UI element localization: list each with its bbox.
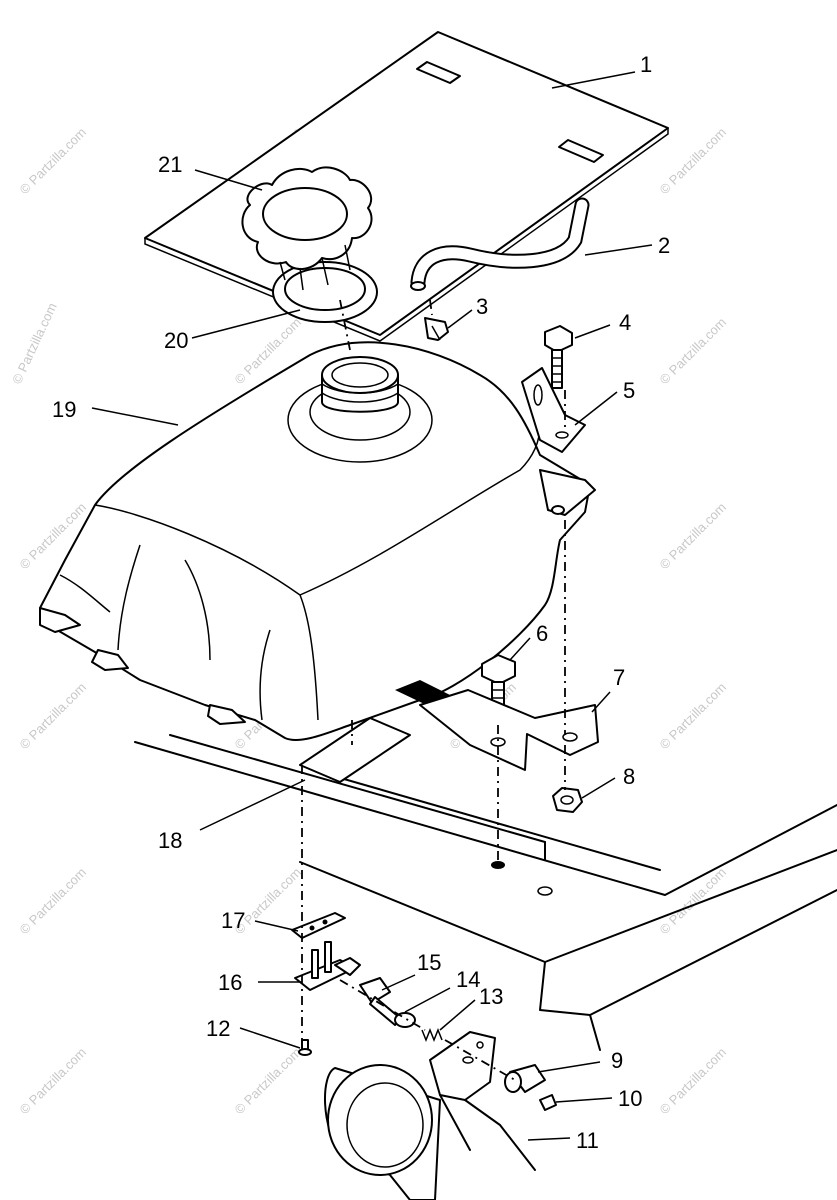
valve-o-ring xyxy=(394,1012,416,1028)
callout-12: 12 xyxy=(206,1016,230,1041)
watermark: © Partzilla.com xyxy=(17,865,90,938)
callout-20: 20 xyxy=(164,328,188,353)
callout-11: 11 xyxy=(576,1128,599,1153)
watermark: © Partzilla.com xyxy=(657,1045,730,1118)
callout-2: 2 xyxy=(658,233,670,258)
watermark: © Partzilla.com xyxy=(657,315,730,388)
mount-bracket xyxy=(429,1031,536,1171)
cable-clamp xyxy=(504,1064,546,1093)
callout-15: 15 xyxy=(417,950,441,975)
clamp-screw xyxy=(539,1094,557,1111)
callout-1: 1 xyxy=(640,52,652,77)
callout-5: 5 xyxy=(623,378,635,403)
rubber-bumper xyxy=(324,1064,441,1200)
vent-hose xyxy=(410,197,590,291)
watermark: © Partzilla.com xyxy=(9,301,60,387)
watermark: © Partzilla.com xyxy=(657,125,730,198)
valve-spring xyxy=(421,1027,443,1043)
watermark: © Partzilla.com xyxy=(17,1045,90,1118)
callout-14: 14 xyxy=(456,967,480,992)
watermark: © Partzilla.com xyxy=(657,500,730,573)
watermark: © Partzilla.com xyxy=(657,680,730,753)
callout-3: 3 xyxy=(476,294,488,319)
callout-18: 18 xyxy=(158,828,182,853)
lower-bracket xyxy=(419,689,599,771)
valve-mount-plate xyxy=(291,912,346,939)
callout-16: 16 xyxy=(218,970,242,995)
watermark: © Partzilla.com xyxy=(17,680,90,753)
callout-10: 10 xyxy=(618,1086,642,1111)
callout-13: 13 xyxy=(479,984,503,1009)
alignment-lines xyxy=(301,299,566,1081)
callout-6: 6 xyxy=(536,621,548,646)
gasket-ring xyxy=(272,261,378,323)
valve-screw xyxy=(298,1039,312,1056)
fuel-cap xyxy=(241,166,373,291)
flange-nut xyxy=(552,787,583,813)
callout-19: 19 xyxy=(52,397,76,422)
callout-21: 21 xyxy=(158,152,182,177)
callout-17: 17 xyxy=(221,908,245,933)
watermark: © Partzilla.com xyxy=(232,1045,305,1118)
watermark: © Partzilla.com xyxy=(657,865,730,938)
leader-lines xyxy=(91,71,653,1141)
callout-9: 9 xyxy=(611,1048,623,1073)
callout-8: 8 xyxy=(623,764,635,789)
fuel-valve xyxy=(294,941,361,991)
vent-fitting xyxy=(424,317,449,341)
callout-4: 4 xyxy=(619,310,631,335)
callout-7: 7 xyxy=(613,665,625,690)
upper-bolt xyxy=(544,325,573,389)
heat-shield-plate xyxy=(144,31,669,342)
upper-bracket xyxy=(521,367,586,453)
valve-knob xyxy=(359,977,401,1026)
fuel-tank xyxy=(39,341,596,741)
frame-rails xyxy=(134,734,837,1051)
watermark: © Partzilla.com xyxy=(17,125,90,198)
callout-labels: 1 2 3 4 5 6 7 8 9 10 11 12 13 14 15 16 1… xyxy=(52,52,670,1153)
